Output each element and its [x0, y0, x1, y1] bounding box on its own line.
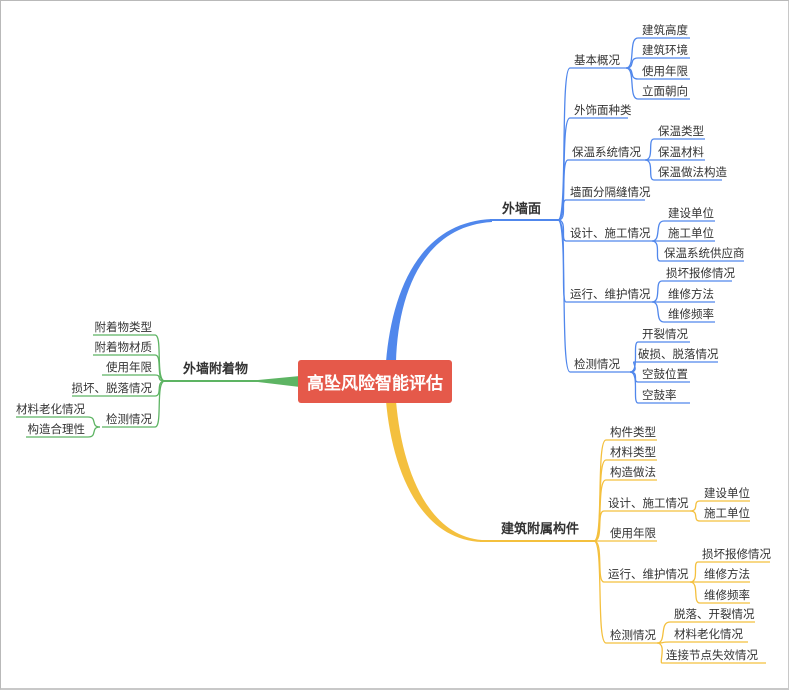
- connector-line: [629, 341, 690, 373]
- topic-node[interactable]: 保温系统供应商: [664, 246, 745, 260]
- topic-node[interactable]: 维修方法: [668, 287, 714, 301]
- root-topic-label: 高坠风险智能评估: [307, 374, 443, 394]
- topic-node[interactable]: 保温类型: [658, 124, 704, 138]
- connector-line: [557, 117, 628, 221]
- topic-node[interactable]: 设计、施工情况: [608, 496, 689, 510]
- branch-label-attached[interactable]: 建筑附属构件: [501, 521, 579, 537]
- topic-node[interactable]: 附着物材质: [95, 340, 153, 354]
- topic-node[interactable]: 空鼓位置: [642, 367, 688, 381]
- topic-node[interactable]: 空鼓率: [642, 388, 677, 402]
- connector-line: [102, 380, 166, 428]
- topic-node[interactable]: 设计、施工情况: [570, 226, 651, 240]
- topic-node[interactable]: 立面朝向: [642, 84, 688, 98]
- topic-node[interactable]: 构造做法: [610, 465, 656, 479]
- topic-node[interactable]: 检测情况: [106, 412, 152, 426]
- connector-line: [656, 621, 755, 644]
- connector-line: [557, 159, 645, 221]
- topic-node[interactable]: 使用年限: [642, 64, 688, 78]
- root-topic[interactable]: 高坠风险智能评估: [298, 360, 452, 403]
- topic-node[interactable]: 建设单位: [668, 206, 714, 220]
- topic-node[interactable]: 材料老化情况: [674, 627, 743, 641]
- branch-connector-wall: [386, 219, 492, 362]
- topic-node[interactable]: 基本概况: [574, 53, 620, 67]
- topic-node[interactable]: 材料老化情况: [16, 402, 85, 416]
- topic-node[interactable]: 破损、脱落情况: [638, 347, 719, 361]
- topic-node[interactable]: 建筑环境: [642, 43, 688, 57]
- topic-node[interactable]: 损坏报修情况: [702, 547, 771, 561]
- topic-node[interactable]: 检测情况: [610, 628, 656, 642]
- topic-node[interactable]: 保温做法构造: [658, 165, 727, 179]
- connector-line: [651, 280, 732, 303]
- topic-node[interactable]: 墙面分隔缝情况: [570, 185, 651, 199]
- topic-node[interactable]: 建设单位: [704, 486, 750, 500]
- connector-line: [593, 479, 657, 542]
- topic-node[interactable]: 外饰面种类: [574, 103, 632, 117]
- connector-line: [593, 540, 657, 644]
- connector-line: [26, 426, 101, 438]
- topic-node[interactable]: 施工单位: [704, 506, 750, 520]
- connector-line: [651, 301, 715, 323]
- connector-line: [689, 510, 750, 522]
- connector-line: [689, 581, 750, 604]
- topic-node[interactable]: 损坏报修情况: [666, 266, 735, 280]
- branch-connector-attached: [386, 401, 482, 542]
- topic-node[interactable]: 维修频率: [668, 307, 714, 321]
- topic-node[interactable]: 使用年限: [610, 526, 656, 540]
- topic-node[interactable]: 使用年限: [106, 360, 152, 374]
- topic-node[interactable]: 连接节点失效情况: [666, 648, 758, 662]
- connector-line: [629, 371, 690, 404]
- topic-node[interactable]: 材料类型: [610, 445, 656, 459]
- topic-node[interactable]: 运行、维护情况: [570, 287, 651, 301]
- connector-line: [689, 561, 770, 583]
- connector-line: [625, 37, 690, 69]
- connector-line: [651, 240, 744, 262]
- topic-node[interactable]: 检测情况: [574, 357, 620, 371]
- topic-node[interactable]: 开裂情况: [642, 327, 688, 341]
- connector-line: [656, 642, 766, 664]
- connector-line: [557, 199, 645, 221]
- branch-label-attachments[interactable]: 外墙附着物: [182, 361, 248, 377]
- branch-label-wall[interactable]: 外墙面: [501, 201, 541, 217]
- topic-node[interactable]: 损坏、脱落情况: [72, 381, 153, 395]
- branch-connector-attachments: [258, 376, 300, 387]
- topic-node[interactable]: 脱落、开裂情况: [674, 607, 755, 621]
- connector-line: [593, 510, 690, 542]
- topic-node[interactable]: 运行、维护情况: [608, 567, 689, 581]
- connector-line: [557, 219, 630, 373]
- connector-line: [651, 220, 715, 242]
- connector-line: [625, 67, 690, 100]
- topic-node[interactable]: 施工单位: [668, 226, 714, 240]
- connector-line: [557, 219, 652, 242]
- connector-line: [93, 354, 166, 382]
- topic-node[interactable]: 建筑高度: [642, 23, 688, 37]
- connector-line: [656, 641, 748, 644]
- topic-node[interactable]: 附着物类型: [95, 320, 153, 334]
- topic-node[interactable]: 维修方法: [704, 567, 750, 581]
- connector-line: [644, 159, 722, 181]
- topic-node[interactable]: 保温系统情况: [572, 145, 641, 159]
- topic-node[interactable]: 构件类型: [610, 425, 656, 439]
- connector-line: [644, 138, 705, 161]
- topic-node[interactable]: 保温材料: [658, 145, 704, 159]
- topic-node[interactable]: 维修频率: [704, 588, 750, 602]
- topic-node[interactable]: 构造合理性: [28, 422, 86, 436]
